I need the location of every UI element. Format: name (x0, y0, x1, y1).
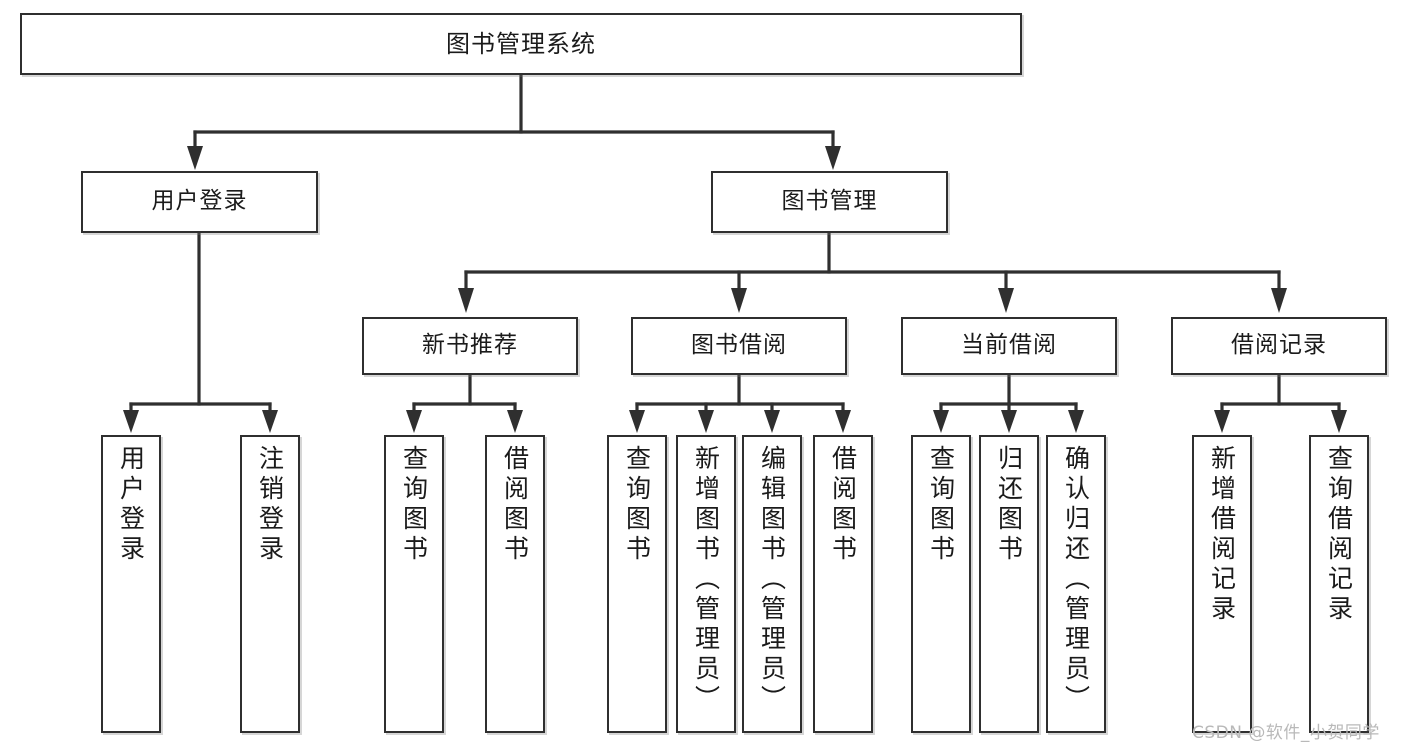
node-label: 查询图书 (399, 445, 429, 565)
node-leaf-return-book[interactable]: 归还图书 (979, 435, 1039, 733)
node-leaf-add-record[interactable]: 新增借阅记录 (1192, 435, 1252, 733)
node-leaf-user-login[interactable]: 用户登录 (101, 435, 161, 733)
node-label: 用户登录 (116, 445, 146, 565)
node-label: 查询图书 (622, 445, 652, 565)
node-new-book-recommend[interactable]: 新书推荐 (362, 317, 578, 375)
node-leaf-confirm-return[interactable]: 确认归还（管理员） (1046, 435, 1106, 733)
node-label: 图书管理系统 (446, 29, 596, 58)
node-label: 注销登录 (255, 445, 285, 565)
node-label: 编辑图书（管理员） (757, 445, 787, 715)
node-leaf-borrow-book-1[interactable]: 借阅图书 (485, 435, 545, 733)
node-leaf-query-book-1[interactable]: 查询图书 (384, 435, 444, 733)
node-leaf-query-record[interactable]: 查询借阅记录 (1309, 435, 1369, 733)
node-label: 借阅图书 (828, 445, 858, 565)
node-current-borrow[interactable]: 当前借阅 (901, 317, 1117, 375)
node-label: 查询图书 (926, 445, 956, 565)
node-label: 当前借阅 (961, 332, 1057, 359)
node-label: 图书借阅 (691, 332, 787, 359)
node-leaf-borrow-book-2[interactable]: 借阅图书 (813, 435, 873, 733)
node-leaf-edit-book[interactable]: 编辑图书（管理员） (742, 435, 802, 733)
node-label: 新增图书（管理员） (691, 445, 721, 715)
node-label: 图书管理 (781, 188, 878, 215)
node-label: 借阅图书 (500, 445, 530, 565)
node-user-login[interactable]: 用户登录 (81, 171, 318, 233)
node-label: 借阅记录 (1231, 332, 1327, 359)
node-label: 用户登录 (151, 188, 248, 215)
node-book-manage[interactable]: 图书管理 (711, 171, 948, 233)
node-label: 查询借阅记录 (1324, 445, 1354, 625)
node-label: 新增借阅记录 (1207, 445, 1237, 625)
node-label: 归还图书 (994, 445, 1024, 565)
node-leaf-user-logout[interactable]: 注销登录 (240, 435, 300, 733)
node-root-system[interactable]: 图书管理系统 (20, 13, 1022, 75)
node-borrow-record[interactable]: 借阅记录 (1171, 317, 1387, 375)
node-book-borrow[interactable]: 图书借阅 (631, 317, 847, 375)
node-leaf-add-book[interactable]: 新增图书（管理员） (676, 435, 736, 733)
node-label: 确认归还（管理员） (1061, 445, 1091, 715)
node-leaf-query-book-2[interactable]: 查询图书 (607, 435, 667, 733)
node-label: 新书推荐 (422, 332, 518, 359)
node-leaf-query-book-3[interactable]: 查询图书 (911, 435, 971, 733)
